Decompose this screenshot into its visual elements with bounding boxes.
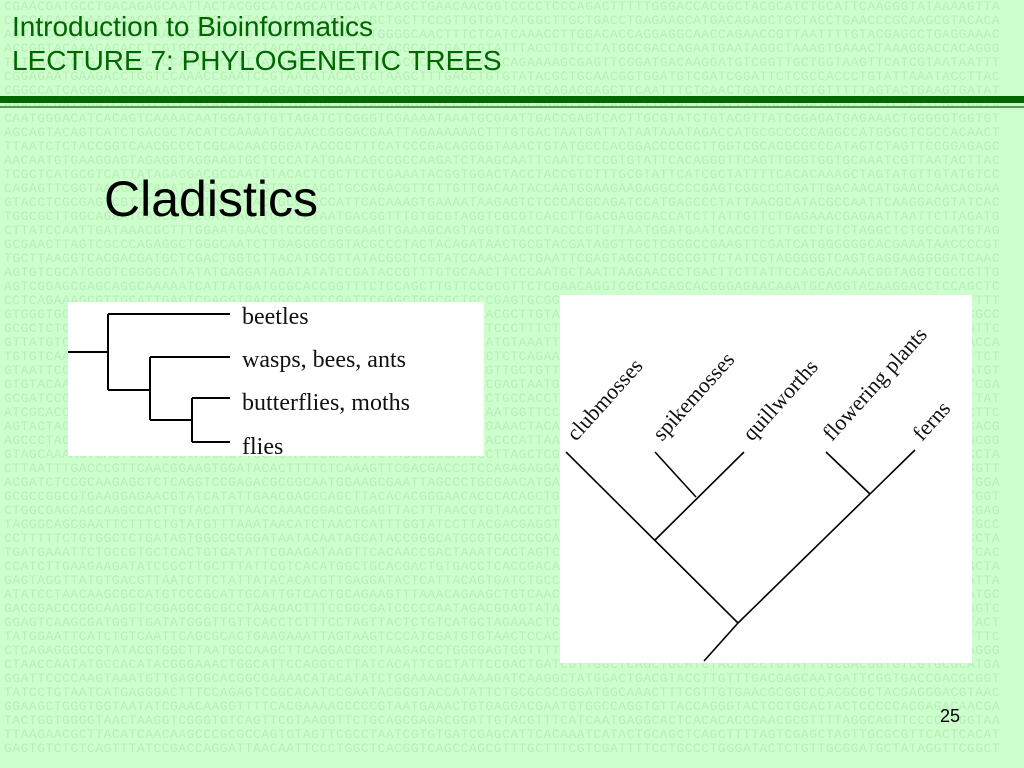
background-sequence-row: ACCGGTACAAACACACCTCGTGCGCCTCGCCTACCATGAG… (4, 41, 1001, 56)
background-sequence-row: GTACCTCGCGAGTCGTTTTTTCGTTACGATACTGCCAGCC… (4, 195, 1001, 210)
plant-cladogram: clubmosses spikemosses quillworths flowe… (560, 295, 972, 663)
leaf-label-wasps: wasps, bees, ants (242, 347, 406, 373)
background-sequence-row: GCGAACTTAGTCGCCCAGAGGCTGGGCAATCTTGAGGGCG… (4, 237, 1001, 252)
background-sequence-row: GAGTGTCTCTCAGTTTATCCGACCAGGATTAACAATTCCC… (4, 741, 1001, 756)
background-sequence-row: AGTCGGAGCGAGCAGGCAAAAATCATTATGATGCGCACCG… (4, 279, 1001, 294)
header-rule (0, 96, 1024, 103)
lecture-title: LECTURE 7: PHYLOGENETIC TREES (12, 45, 502, 76)
insect-cladogram-svg: beetles wasps, bees, ants butterflies, m… (68, 304, 410, 460)
background-sequence-row: AGCAGTACAGTCATCTGACGCTACATCCAAAATGCAACCG… (4, 125, 1001, 140)
slide-title: Cladistics (104, 171, 318, 227)
leaf-label-butterflies: butterflies, moths (242, 390, 410, 416)
background-sequence-row: TCGCTCATGCGTCATTATAGAGGACGCCAATGTACACTCG… (4, 167, 1001, 182)
root-branch (703, 622, 739, 662)
page-number: 25 (940, 706, 961, 726)
main-branch-right (737, 449, 916, 624)
background-sequence-row: TATCCTGTAATCATGAGGGACTTTCCAGAGTCGGCACATC… (4, 685, 1001, 700)
leaf-label-spikemosses: spikemosses (647, 347, 739, 445)
background-sequence-row: TTAATCTCTACCGGTCAACGCCCTCGCACAACGGGATACC… (4, 139, 1001, 154)
background-sequence-row: CGAACGATGCCTGACAGAGCAATTACTACGGCATCAGCAT… (4, 0, 1001, 14)
leaf-label-clubmosses: clubmosses (561, 353, 647, 445)
leaf-label-beetles: beetles (242, 304, 309, 330)
background-sequence-row: TGGCGCTTGGCAGAATGAGCCTGCGATAAGCTGATTCTAA… (4, 209, 1001, 224)
quillworths-branch (654, 451, 745, 541)
spikemosses-branch (654, 451, 697, 498)
flowering-plants-branch (825, 451, 871, 495)
background-sequence-row: TCTGGAACGTGTTTAAGCTCCACTTACCTTTACGGTGCTT… (4, 55, 1001, 70)
leaf-label-flies: flies (242, 434, 283, 456)
background-sequence-row: TGCTTAAGGTCACGACGATGCTCGACTGGTCTTACATGCG… (4, 251, 1001, 266)
background-sequence-row: AGTGTCGCATGGGTCGGGGCATATATGAGGATAGATATAT… (4, 265, 1001, 280)
background-sequence-row: CGGAGAATGAAGACCTGGTCCAAACCGAATCCGTAATATA… (4, 69, 1001, 84)
background-sequence-row: CAATGGGACATCACAGTCAAAACAATGGATGTGTTAGATC… (4, 111, 1001, 126)
plant-cladogram-svg: clubmosses spikemosses quillworths flowe… (561, 322, 955, 662)
background-sequence-row: CTTATCCAATTGATAAACGCTTTGGAATGAACGTCCGGGT… (4, 223, 1001, 238)
leaf-label-ferns: ferns (907, 396, 955, 445)
background-sequence-row: AGTAGCCAGCAGTTCTTCAAAGGTCCCATGTGCGAGTGCC… (4, 27, 1001, 42)
insect-cladogram: beetles wasps, bees, ants butterflies, m… (68, 302, 484, 460)
background-sequence-row: CAGAGTTCGGTAACGCCTAAATATGACAACTGTTACTAGC… (4, 181, 1001, 196)
course-title: Introduction to Bioinformatics (12, 11, 374, 42)
background-sequence-row: GGAAGCTGGGTGGTAATATCGAACAAGGTTTTCACGAAAA… (4, 699, 1001, 714)
background-sequence-row: CGGCCATCAGGGAACCGAAACTCACGCTCTTAGGATGGTC… (4, 83, 1001, 98)
background-sequence-row: AACAATGTGAAGGAGTAGAGGTAGGAAGTGCTCCCATATG… (4, 153, 1001, 168)
header-rule-thin (0, 106, 1024, 108)
background-sequence-row: GGATTCCCCAAGTAAATGTTGAGCGCACGGCGAAAACATA… (4, 671, 1001, 686)
slide-header: Introduction to Bioinformatics LECTURE 7… (12, 10, 502, 78)
main-branch-left (565, 451, 739, 624)
background-sequence-row: TTAAGAACGCTTACATCAACAAGCCCGCGCCAGTGTAGTT… (4, 727, 1001, 742)
background-sequence-row: TACTGGTGGGGTAACTAAGGTCGGGTGTCAGTTCGTAAGG… (4, 713, 1001, 728)
leaf-label-quillworths: quillworths (737, 354, 823, 445)
background-sequence-row: CACCACACTAAAGACACCATCGCTGGCCATAAACAGCCGT… (4, 13, 1001, 28)
